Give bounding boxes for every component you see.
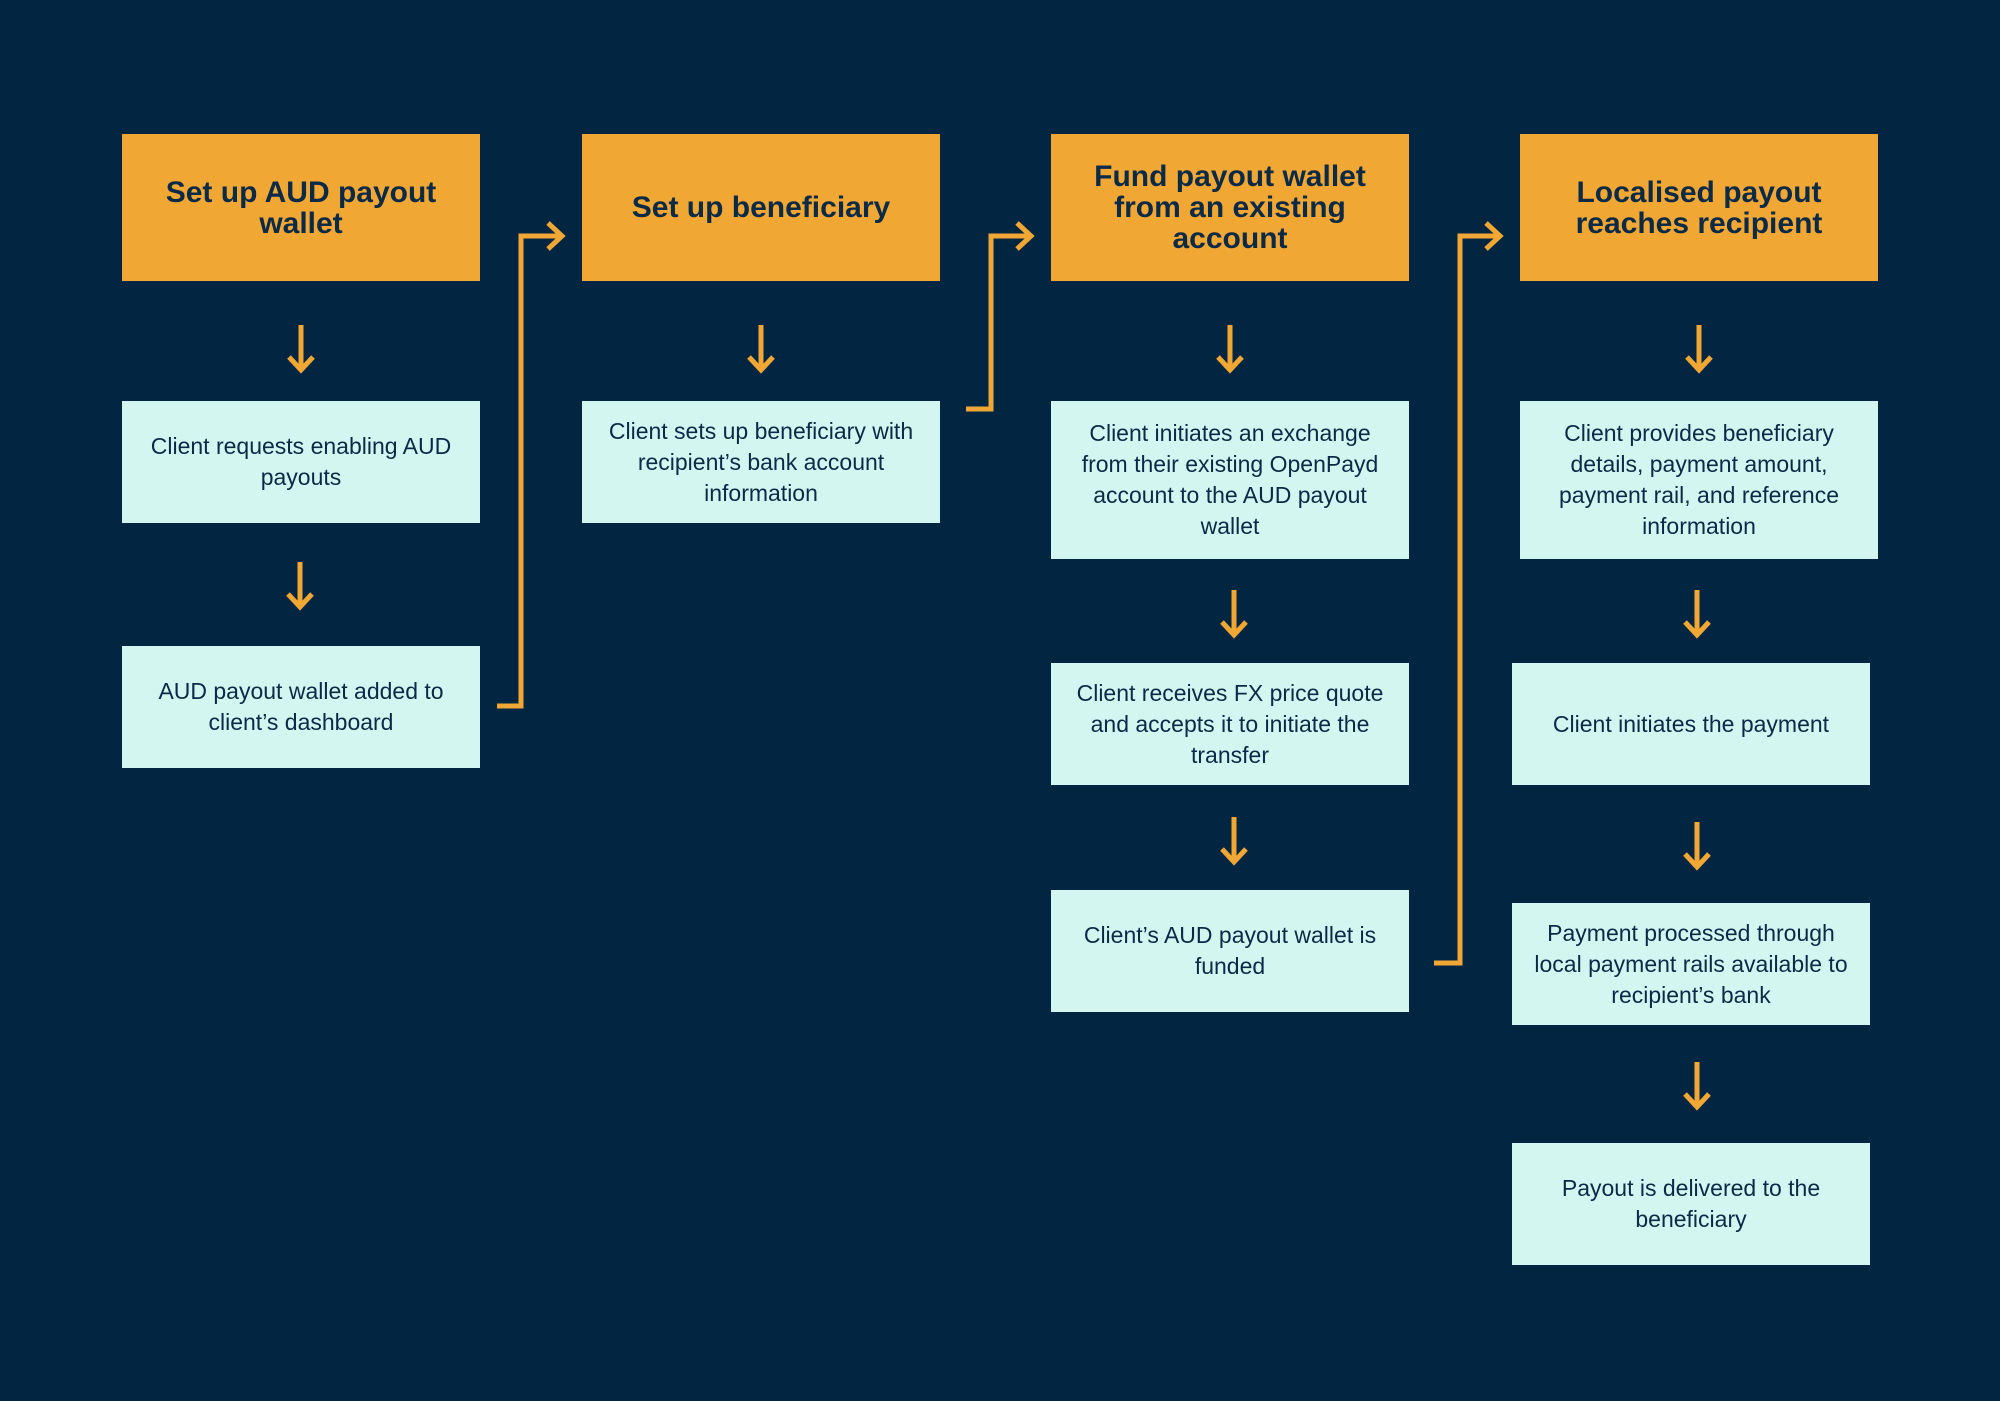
down-arrow-icon (1683, 1062, 1711, 1111)
connector-arrowhead-3-to-4 (1484, 221, 1504, 251)
step-provide-details: Client provides beneficiary details, pay… (1520, 401, 1878, 559)
step-wallet-added: AUD payout wallet added to client’s dash… (122, 646, 480, 768)
down-arrow-icon (1685, 325, 1713, 374)
down-arrow-icon (1220, 817, 1248, 866)
step-request-aud-payouts: Client requests enabling AUD payouts (122, 401, 480, 523)
step-payment-processed: Payment processed through local payment … (1512, 903, 1870, 1025)
connector-arrow-3-to-4 (1434, 233, 1499, 966)
stage-header-fund-wallet: Fund payout wallet from an existing acco… (1051, 134, 1409, 281)
down-arrow-icon (1683, 590, 1711, 639)
stage-header-setup-beneficiary: Set up beneficiary (582, 134, 940, 281)
down-arrow-icon (1220, 590, 1248, 639)
down-arrow-icon (287, 325, 315, 374)
stage-header-localised-payout: Localised payout reaches recipient (1520, 134, 1878, 281)
connector-arrowhead-1-to-2 (546, 221, 566, 251)
step-setup-beneficiary: Client sets up beneficiary with recipien… (582, 401, 940, 523)
connector-arrow-2-to-3 (966, 233, 1030, 412)
connector-arrow-1-to-2 (497, 233, 561, 709)
step-initiate-exchange: Client initiates an exchange from their … (1051, 401, 1409, 559)
stage-header-setup-wallet: Set up AUD payout wallet (122, 134, 480, 281)
down-arrow-icon (1216, 325, 1244, 374)
step-fx-quote: Client receives FX price quote and accep… (1051, 663, 1409, 785)
down-arrow-icon (1683, 822, 1711, 871)
down-arrow-icon (286, 562, 314, 611)
connector-arrowhead-2-to-3 (1015, 221, 1035, 251)
step-wallet-funded: Client’s AUD payout wallet is funded (1051, 890, 1409, 1012)
step-initiate-payment: Client initiates the payment (1512, 663, 1870, 785)
step-payout-delivered: Payout is delivered to the beneficiary (1512, 1143, 1870, 1265)
down-arrow-icon (747, 325, 775, 374)
